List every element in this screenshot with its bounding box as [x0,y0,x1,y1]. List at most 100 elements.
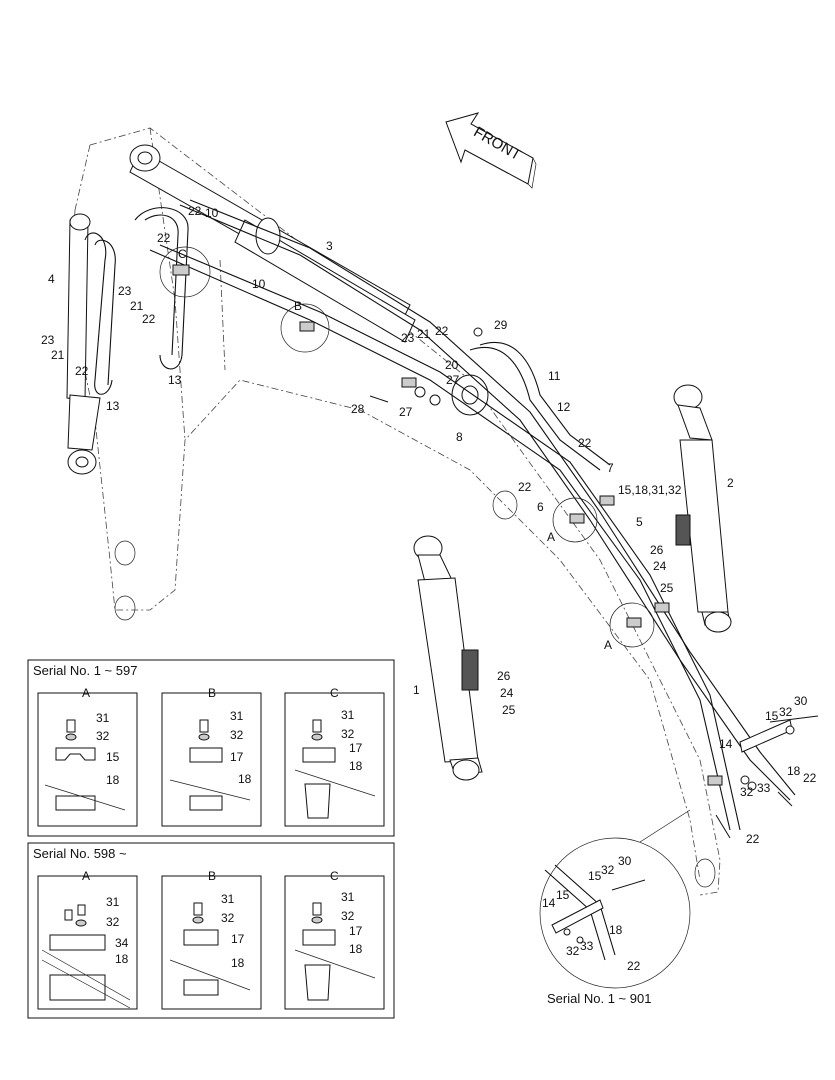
callout: 33 [757,781,771,795]
box-label: B [208,869,216,883]
part-number: 31 [230,709,244,723]
callout: 12 [557,400,571,414]
callout: 23 [401,331,415,345]
section-label: C [178,247,187,261]
callout: 22 [142,312,156,326]
callout: 32 [779,705,793,719]
clamp-assembly [44,719,126,811]
callout: 24 [500,686,514,700]
detail-label: 15 [556,888,570,902]
panel-title: Serial No. 598 ~ [33,846,127,861]
part-number: 17 [231,932,245,946]
callout: 27 [399,405,413,419]
part-number: 18 [115,952,129,966]
detail-label: 15 [588,869,602,883]
box-label: C [330,869,339,883]
part-number: 18 [238,772,252,786]
boom-outline [69,127,721,896]
callout: 32 [740,785,754,799]
callout: 14 [719,737,733,751]
part-number: 15 [106,750,120,764]
callout: 23 [118,284,132,298]
part-number: 31 [341,890,355,904]
clamp-assembly [169,902,251,996]
callout: 22 [188,204,202,218]
callout: 8 [456,430,463,444]
part-number: 18 [349,759,363,773]
fittings [172,264,723,786]
part-number: 18 [349,942,363,956]
callout: 22 [435,324,449,338]
callout: 25 [502,703,516,717]
cylinder-1 [413,535,483,781]
callout: 13 [168,373,182,387]
part-number: 31 [341,708,355,722]
clamp-assembly [294,719,376,819]
detail-label: 32 [601,863,615,877]
part-number: 17 [349,924,363,938]
callout: 29 [494,318,508,332]
detail-label: 33 [580,939,594,953]
part-number: 32 [341,727,355,741]
callout: 20 [445,358,459,372]
clamp-assembly [41,904,131,1009]
part-number: 18 [106,773,120,787]
callout: 22 [518,480,532,494]
boom-cylinder [129,144,489,416]
lower-right-fittings [715,715,819,839]
panel-title: Serial No. 1 ~ 597 [33,663,137,678]
detail-circle: 30 15 32 15 14 18 32 33 22 Serial No. 1 … [539,809,691,1006]
callout: 10 [252,277,266,291]
callout: 22 [157,231,171,245]
callout: 7 [607,461,614,475]
clamp-assembly [169,719,251,811]
callout: 26 [650,543,664,557]
part-number: 17 [230,750,244,764]
callouts: 3 4 2 1 5 6 7 8 10 10 11 12 13 13 14 15 … [41,204,817,846]
clamp-assembly [294,902,376,1001]
part-number: 32 [106,915,120,929]
section-circles [159,246,655,648]
callout: 10 [205,206,219,220]
part-number: 32 [221,911,235,925]
detail-label: 30 [618,854,632,868]
detail-label: 14 [542,896,556,910]
callout: 22 [746,832,760,846]
callout: 6 [537,500,544,514]
box-label: C [330,686,339,700]
callout: 22 [75,364,89,378]
callout: 1 [413,683,420,697]
detail-label: 22 [627,959,641,973]
part-number: 31 [96,711,110,725]
part-number: 32 [96,729,110,743]
detail-label: 32 [566,944,580,958]
callout: 30 [794,694,808,708]
callout: 4 [48,272,55,286]
callout: 27 [446,373,460,387]
hoses-13 [84,207,189,395]
bucket-cylinder-2 [673,384,732,633]
arm-cylinder [66,213,101,475]
detail-label: 18 [609,923,623,937]
part-number: 32 [341,909,355,923]
callout: 21 [130,299,144,313]
part-number: 31 [221,892,235,906]
section-label: A [547,530,555,544]
callout: 21 [51,348,65,362]
section-label: B [294,299,302,313]
callout: 3 [326,239,333,253]
callout: 24 [653,559,667,573]
callout: 26 [497,669,511,683]
callout: 11 [548,369,561,383]
part-number: 18 [231,956,245,970]
section-label: A [604,638,612,652]
callout: 15,18,31,32 [618,483,682,497]
panel-serial-598: Serial No. 598 ~ A 31 32 34 18 B 31 32 1… [27,842,395,1019]
callout: 13 [106,399,120,413]
callout: 22 [803,771,817,785]
callout: 15 [765,709,779,723]
detail-caption: Serial No. 1 ~ 901 [547,991,651,1006]
front-arrow: FRONT [445,112,537,189]
part-number: 32 [230,728,244,742]
